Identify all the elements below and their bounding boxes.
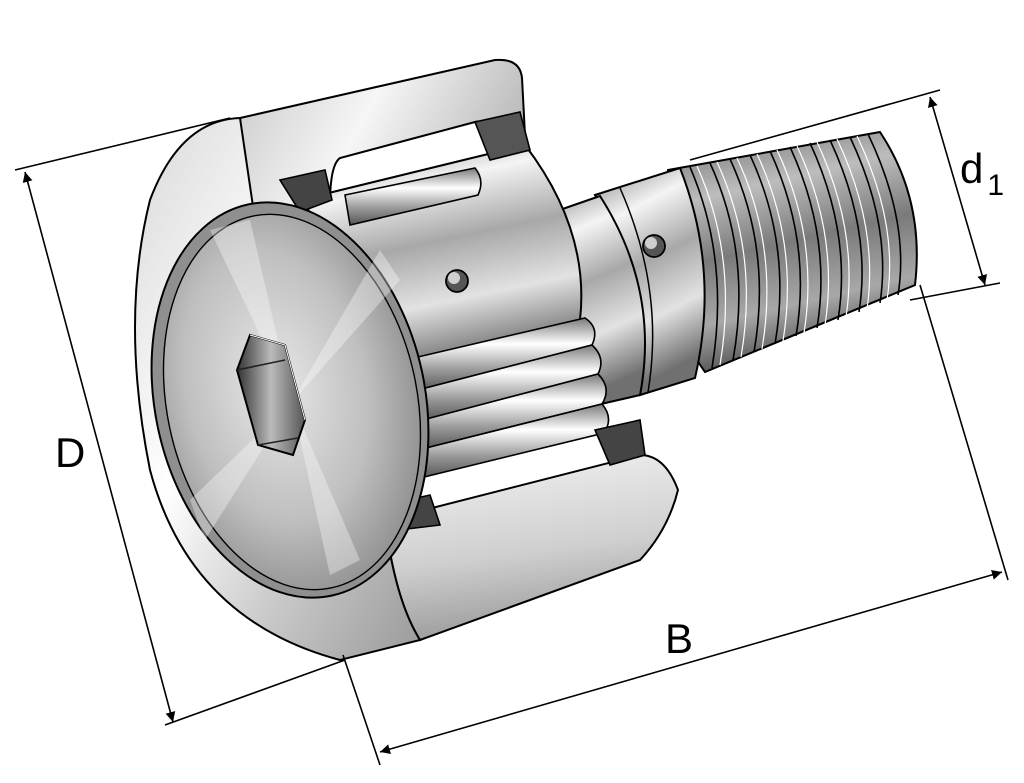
dim-d1-line bbox=[928, 96, 987, 286]
dimension-label-D: D bbox=[55, 429, 86, 476]
thread-highlights bbox=[696, 135, 891, 366]
seal-rings bbox=[278, 111, 646, 531]
dimension-label-d1-base: d bbox=[960, 145, 984, 192]
dim-D-ext-bottom bbox=[164, 659, 346, 726]
dim-B-ext-left bbox=[342, 654, 381, 766]
dimension-label-d1-subscript: 1 bbox=[987, 169, 1005, 202]
outer-ring-bottom-section bbox=[383, 453, 680, 642]
dim-B-ext-right bbox=[919, 284, 1009, 581]
thread-grooves bbox=[689, 133, 902, 369]
dim-d1-ext-bottom bbox=[909, 282, 1001, 301]
stud bbox=[523, 130, 918, 412]
dim-B-line bbox=[379, 569, 1003, 755]
dim-d1-ext-top bbox=[689, 89, 941, 161]
dimension-label-B: B bbox=[665, 615, 694, 662]
dimension-lines bbox=[14, 89, 1009, 766]
lube-hole-shank bbox=[642, 234, 666, 258]
dim-D-ext-top bbox=[14, 117, 231, 171]
lube-hole-sleeve bbox=[445, 269, 469, 293]
hex-socket bbox=[235, 333, 307, 457]
dim-D-line bbox=[22, 171, 176, 723]
roller-top bbox=[344, 167, 482, 226]
front-face bbox=[150, 201, 430, 599]
